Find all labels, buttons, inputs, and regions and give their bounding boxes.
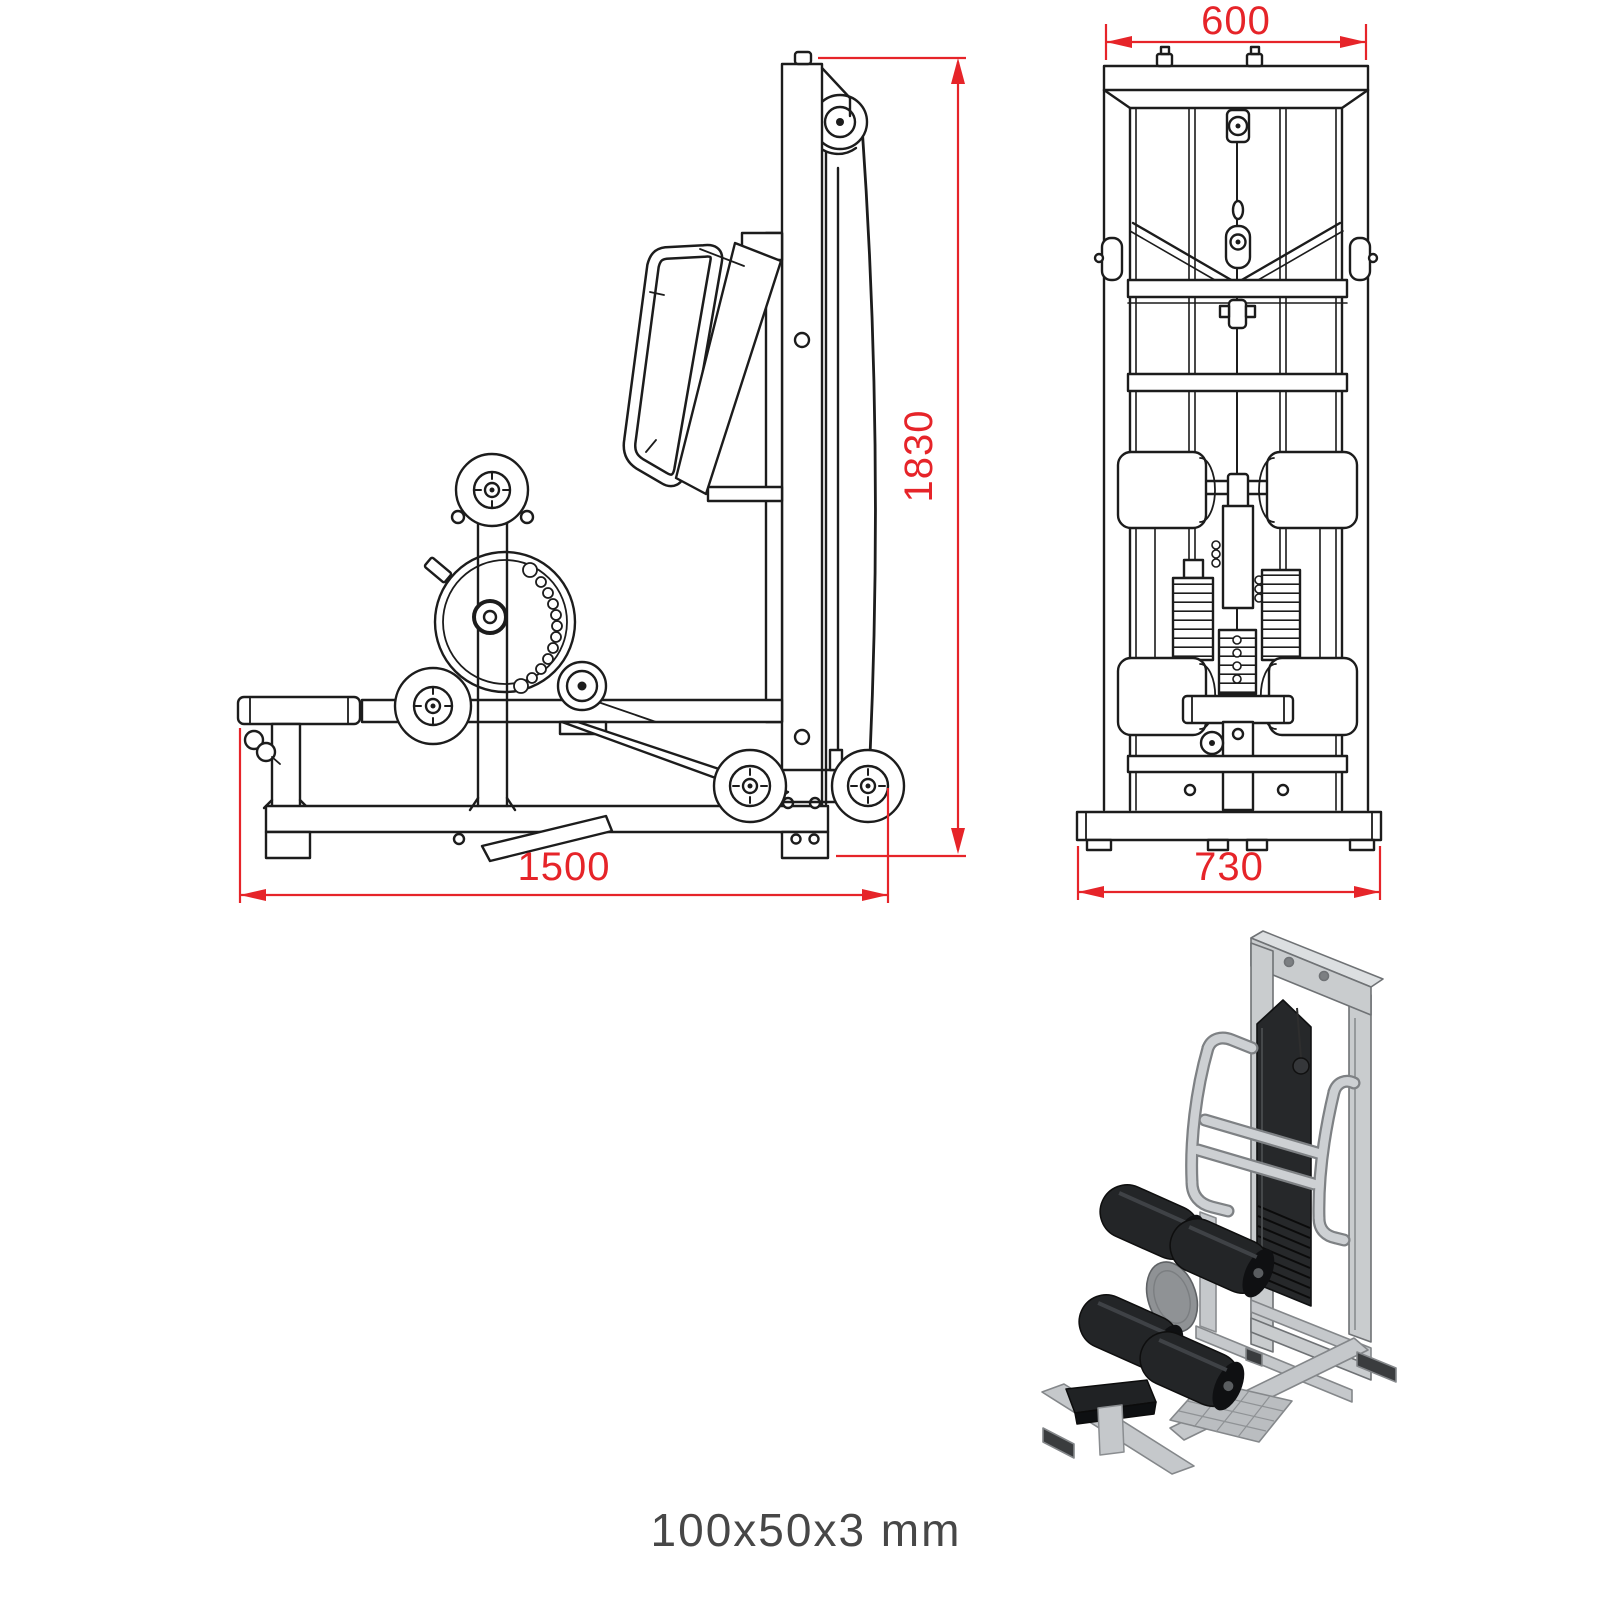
iso-handles <box>1185 1031 1361 1247</box>
cam-disc <box>423 550 577 694</box>
profile-caption: 100x50x3 mm <box>651 1504 962 1556</box>
pad-channel <box>764 231 784 724</box>
cam-scallops <box>513 562 563 694</box>
cable-hardware <box>1224 108 1252 270</box>
upright-post <box>780 50 852 836</box>
base-bolts <box>1183 783 1290 797</box>
foot-bar <box>1181 694 1295 725</box>
weight-stacks <box>1171 540 1302 696</box>
pad-bottom-bracket <box>706 485 784 503</box>
rear-tube <box>824 150 840 806</box>
iso-pulley <box>1292 1057 1310 1075</box>
incline-foot-plate <box>452 814 614 863</box>
dim-730: 730 <box>1076 845 1382 900</box>
isometric-view-drawing <box>1041 930 1397 1475</box>
iso-seat <box>1065 1379 1157 1456</box>
iso-cam-disc <box>1145 1261 1199 1333</box>
iso-roller-upper-mid <box>1169 1218 1275 1298</box>
corner-braces <box>1129 221 1344 288</box>
iso-roller-lower-mid <box>1139 1331 1245 1411</box>
turnbuckle <box>1218 298 1257 330</box>
iso-weight-stack <box>1256 999 1312 1307</box>
lever-column <box>468 520 517 812</box>
side-view-drawing <box>236 50 906 863</box>
dim-label-1830: 1830 <box>897 410 941 503</box>
side-view-dimensions: 1830 1500 <box>238 56 966 903</box>
center-column <box>1221 504 1255 610</box>
dim-1830: 1830 <box>818 56 966 858</box>
bottom-pulleys <box>712 748 906 824</box>
backrest-pad <box>674 241 783 496</box>
front-view-drawing <box>1075 45 1383 852</box>
dim-label-1500: 1500 <box>518 845 611 889</box>
pivot-hub <box>472 599 508 635</box>
foot-block-left <box>264 830 312 860</box>
dim-label-730: 730 <box>1194 845 1264 889</box>
front-view-dimensions: 600 730 <box>1076 0 1382 900</box>
foot-block-right <box>780 830 830 860</box>
outer-frame <box>1093 45 1379 812</box>
crossbar-3 <box>1126 754 1349 774</box>
crossbar-2 <box>1126 372 1349 393</box>
crossbar-1 <box>1126 278 1349 299</box>
guide-rods <box>1188 107 1287 573</box>
cam-pulley <box>556 660 657 723</box>
adjust-knob <box>243 729 281 765</box>
upper-roller-pads <box>1116 450 1359 532</box>
dim-label-600: 600 <box>1201 0 1271 43</box>
dim-600: 600 <box>1104 0 1368 60</box>
seat-post <box>262 722 310 810</box>
seat-pad <box>236 695 362 726</box>
roller-top <box>450 452 535 528</box>
cable-side <box>860 124 877 758</box>
roller-lower <box>393 666 473 746</box>
front-base <box>1075 810 1383 852</box>
dim-1500: 1500 <box>238 728 890 903</box>
